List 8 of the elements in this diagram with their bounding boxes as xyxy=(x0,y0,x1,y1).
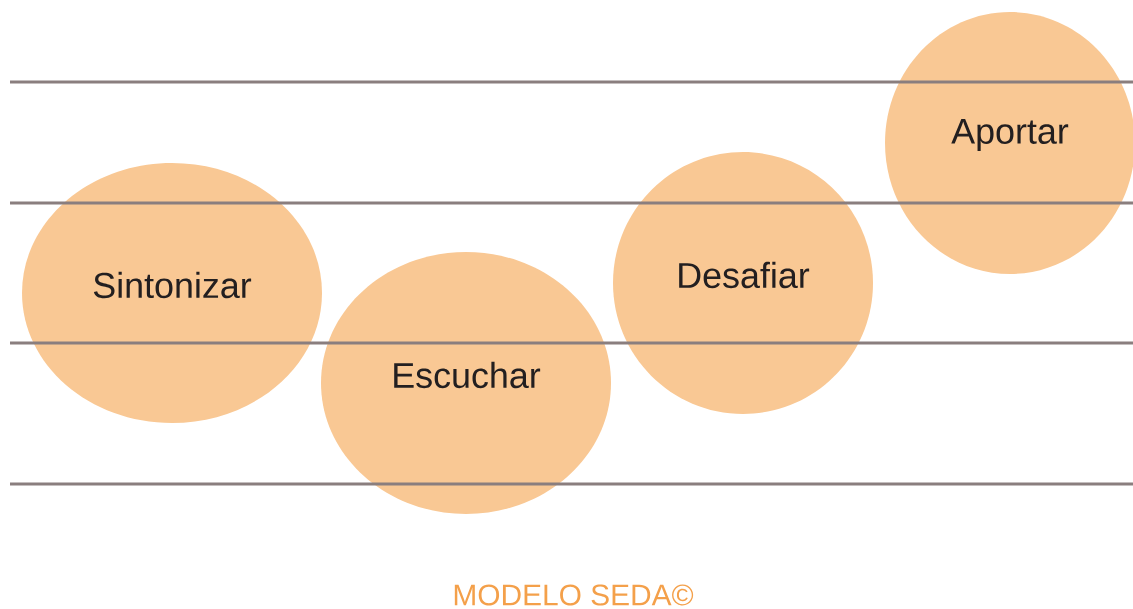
node-label: Sintonizar xyxy=(93,271,252,299)
node-label: Escuchar xyxy=(394,361,541,389)
circle xyxy=(613,152,873,414)
node-label: Desafiar xyxy=(679,261,810,289)
circle xyxy=(22,163,322,423)
node-label: Aportar xyxy=(951,118,1069,152)
caption: MODELO SEDA© xyxy=(454,584,694,606)
circle xyxy=(321,252,611,514)
